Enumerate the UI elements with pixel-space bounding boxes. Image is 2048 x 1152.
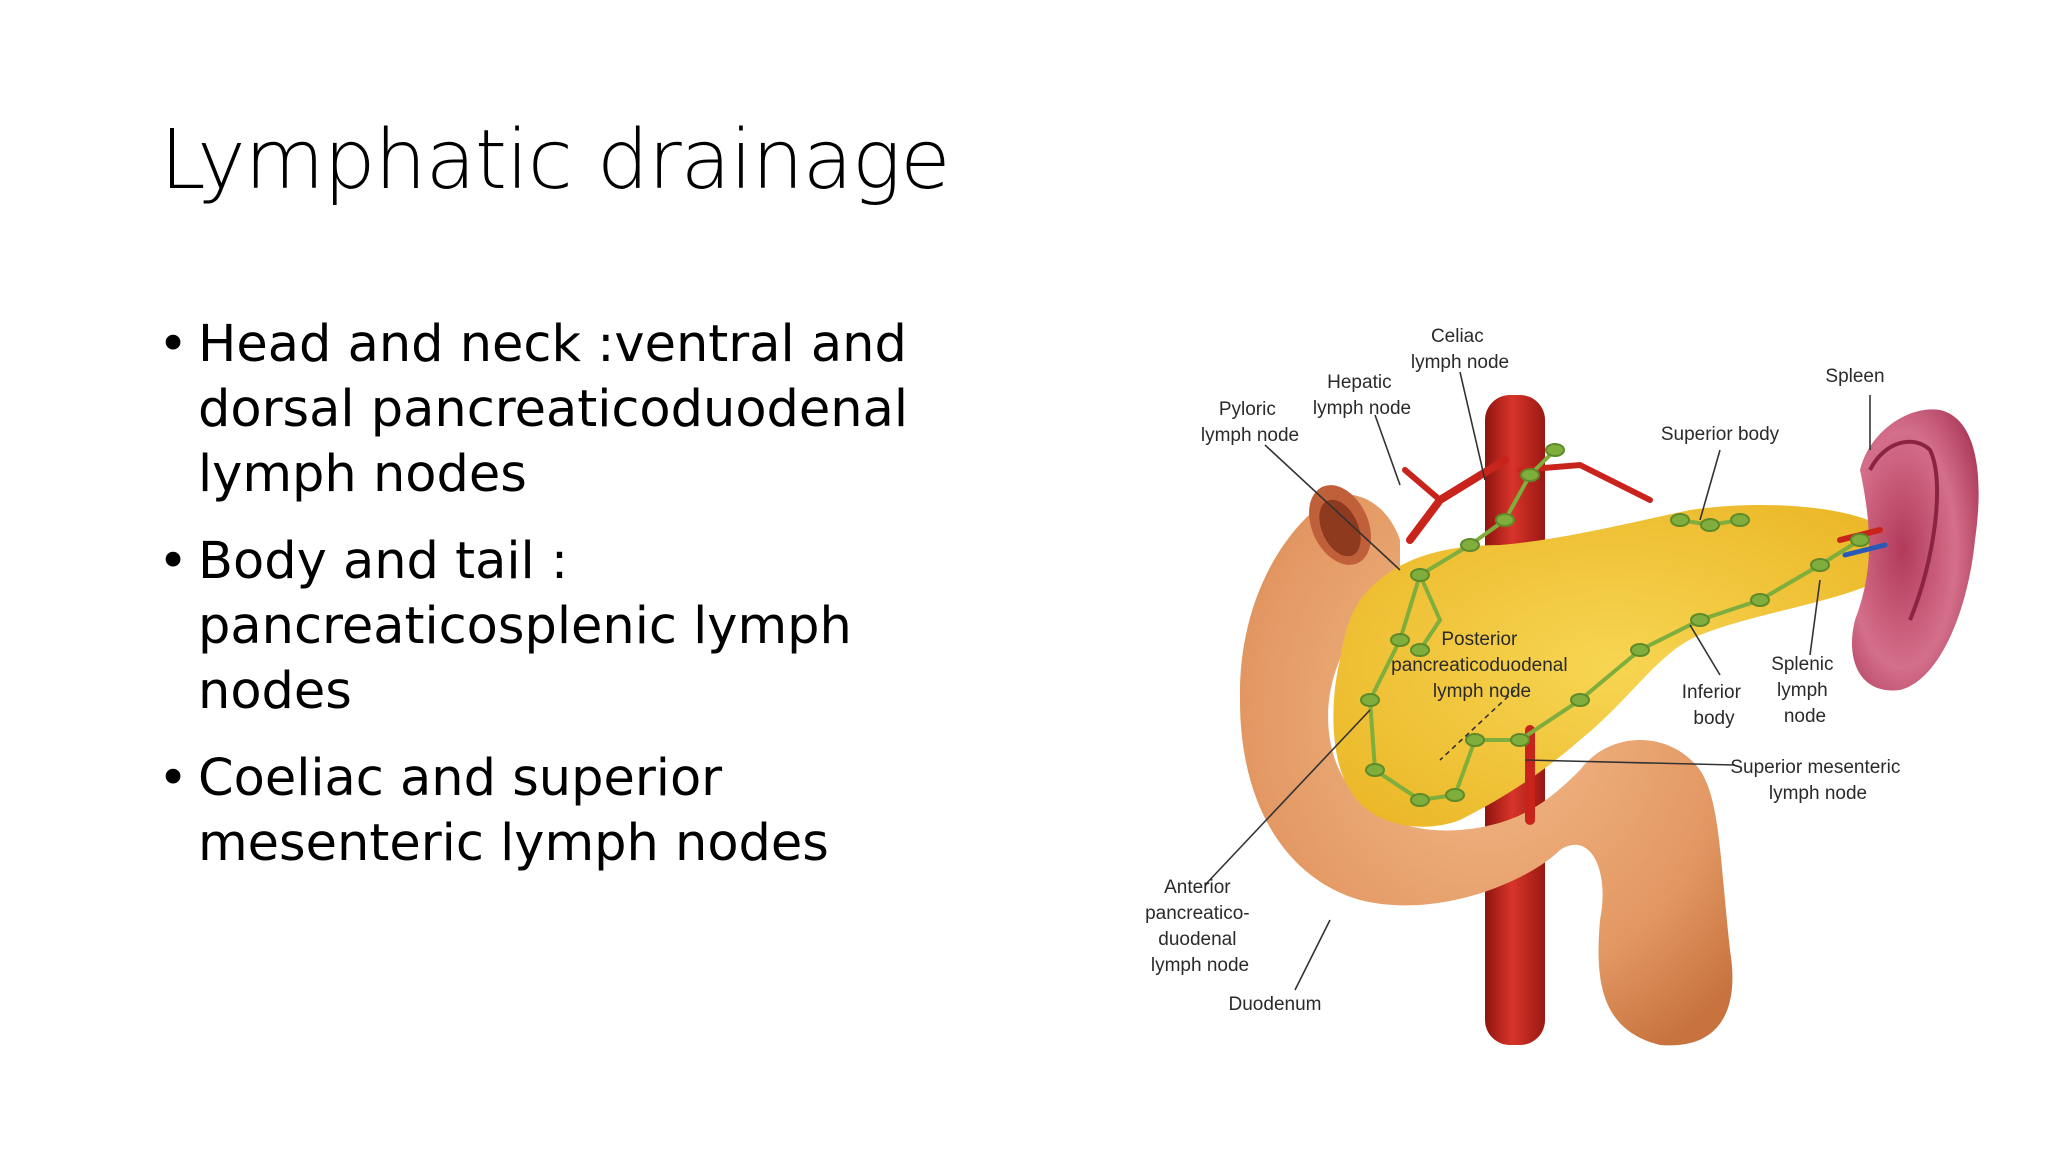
diagram-labels: Celiac lymph node Hepatic lymph node Pyl… (1145, 326, 1905, 1015)
bullet-dot: • (158, 315, 189, 374)
label-pyloric: Pyloric lymph node (1201, 399, 1299, 446)
label-superior-mesenteric: Superior mesenteric lymph node (1730, 757, 1905, 804)
slide-title: Lymphatic drainage (160, 113, 951, 208)
label-duodenum: Duodenum (1229, 994, 1322, 1015)
label-spleen: Spleen (1825, 366, 1884, 387)
bullet-item-coeliac: • Coeliac and superior mesenteric lymph … (158, 746, 1018, 876)
label-inferior-body: Inferior body (1682, 682, 1746, 729)
bullet-text: Coeliac and superior mesenteric lymph no… (198, 749, 829, 873)
leader-lines (1204, 371, 1871, 991)
bullet-item-body-tail: • Body and tail : pancreaticosplenic lym… (158, 529, 1018, 724)
bullet-text: Head and neck :ventral and dorsal pancre… (198, 315, 909, 504)
label-superior-body: Superior body (1661, 424, 1780, 445)
spleen-shape (1852, 409, 1979, 691)
label-splenic: Splenic lymph node (1771, 654, 1839, 727)
pancreas-lymph-diagram: Celiac lymph node Hepatic lymph node Pyl… (1145, 326, 1979, 1046)
bullet-dot: • (158, 749, 189, 808)
bullet-text: Body and tail : pancreaticosplenic lymph… (198, 532, 852, 721)
label-posterior-pd: Posterior pancreaticoduodenal lymph node (1391, 629, 1573, 702)
bullet-item-head-neck: • Head and neck :ventral and dorsal panc… (158, 312, 1018, 507)
label-anterior-pd: Anterior pancreatico- duodenal lymph nod… (1145, 877, 1255, 976)
lymph-nodes (1360, 443, 1870, 807)
duodenum-shape (1239, 485, 1733, 1046)
bullet-list: • Head and neck :ventral and dorsal panc… (158, 312, 1018, 898)
bullet-dot: • (158, 532, 189, 591)
label-celiac: Celiac lymph node (1411, 326, 1509, 373)
label-hepatic: Hepatic lymph node (1313, 372, 1411, 419)
